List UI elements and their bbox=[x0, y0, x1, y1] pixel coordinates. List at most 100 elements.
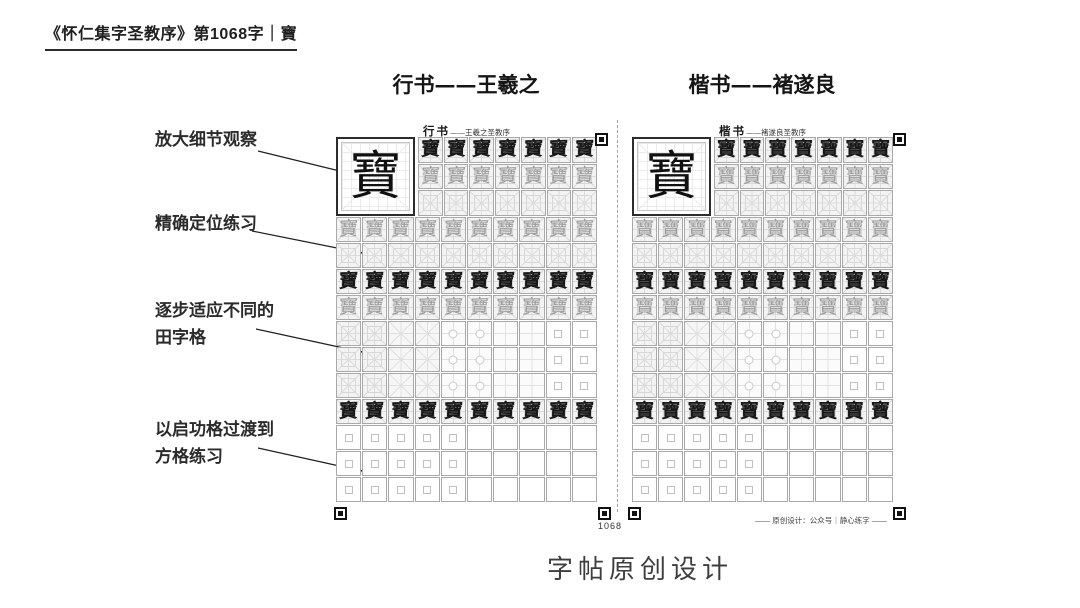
practice-cell-grid-fine bbox=[632, 321, 658, 346]
annotation-qigong-transition-line1: 以启功格过渡到 bbox=[155, 420, 274, 439]
enlarged-character: 寶 bbox=[645, 146, 698, 207]
practice-cell-char-light: 寶 bbox=[684, 295, 710, 320]
practice-cell-grid-fine bbox=[520, 190, 546, 216]
practice-cell-char-dark: 寶 bbox=[710, 269, 736, 294]
practice-cell-grid-circle bbox=[736, 347, 762, 372]
practice-cell-grid-fine bbox=[336, 321, 362, 346]
practice-character: 寶 bbox=[364, 295, 385, 319]
practice-character: 寶 bbox=[549, 138, 569, 161]
practice-cell-grid-fine bbox=[710, 243, 736, 268]
practice-cell-empty bbox=[867, 425, 893, 450]
practice-cell-grid-qigong bbox=[336, 451, 362, 476]
practice-cell-grid-qigong bbox=[710, 451, 736, 476]
practice-character: 寶 bbox=[766, 270, 786, 292]
practice-cell-grid-fine bbox=[816, 190, 842, 216]
practice-cell-char-dark: 寶 bbox=[520, 137, 546, 163]
practice-character: 寶 bbox=[739, 218, 759, 240]
practice-cell-char-light: 寶 bbox=[815, 217, 841, 242]
sheet-title: 楷书——褚遂良圣教序 bbox=[632, 120, 893, 138]
practice-character: 寶 bbox=[742, 138, 762, 161]
practice-cell-grid-cross bbox=[815, 347, 841, 372]
practice-cell-grid-fine bbox=[842, 190, 868, 216]
sheet-top-block: 寶 寶寶寶寶寶寶寶寶寶寶寶寶寶寶 bbox=[336, 137, 597, 216]
practice-character: 寶 bbox=[523, 138, 544, 161]
practice-cell-grid-fine bbox=[572, 190, 597, 216]
practice-character: 寶 bbox=[792, 218, 812, 240]
practice-character: 寶 bbox=[713, 270, 733, 292]
practice-cell-grid-cross bbox=[789, 321, 815, 346]
practice-cell-char-dark: 寶 bbox=[867, 269, 893, 294]
annotation-qigong-transition: 以启功格过渡到 方格练习 bbox=[155, 416, 274, 470]
practice-character: 寶 bbox=[713, 400, 733, 422]
sheet-style-label: 楷书 bbox=[719, 124, 746, 138]
practice-cell-empty bbox=[867, 451, 893, 476]
practice-cell-grid-qigong bbox=[414, 451, 440, 476]
practice-character: 寶 bbox=[420, 164, 441, 188]
practice-character: 寶 bbox=[548, 269, 569, 293]
practice-cell-char-dark: 寶 bbox=[362, 269, 388, 294]
practice-cell-char-light: 寶 bbox=[545, 217, 571, 242]
practice-cell-char-dark: 寶 bbox=[632, 269, 658, 294]
practice-cell-grid-qigong bbox=[362, 477, 388, 502]
practice-character: 寶 bbox=[844, 218, 864, 240]
practice-cell-grid-qigong bbox=[440, 451, 466, 476]
practice-cell-grid-fine bbox=[658, 243, 684, 268]
practice-cell-char-light: 寶 bbox=[520, 163, 546, 190]
practice-cell-grid-cross bbox=[493, 373, 519, 398]
practice-cell-empty bbox=[763, 451, 789, 476]
practice-cell-char-dark: 寶 bbox=[414, 399, 440, 424]
practice-cell-empty bbox=[467, 451, 493, 476]
practice-cell-empty bbox=[545, 477, 571, 502]
practice-character: 寶 bbox=[522, 217, 542, 241]
practice-cell-char-light: 寶 bbox=[815, 295, 841, 320]
enlarged-character-box: 寶 bbox=[336, 137, 415, 216]
practice-cell-grid-mi bbox=[710, 321, 736, 346]
page-title: 《怀仁集字圣教序》第1068字｜寶 bbox=[45, 20, 298, 51]
annotation-precise-positioning: 精确定位练习 bbox=[155, 214, 257, 233]
practice-cell-grid-fine bbox=[789, 243, 815, 268]
practice-cell-grid-cross bbox=[815, 321, 841, 346]
page-number: 1068 bbox=[597, 521, 623, 531]
practice-cell-grid-fine bbox=[658, 321, 684, 346]
practice-cell-grid-qigong bbox=[658, 477, 684, 502]
practice-cell-char-dark: 寶 bbox=[739, 137, 765, 163]
practice-cell-char-dark: 寶 bbox=[414, 269, 440, 294]
practice-character: 寶 bbox=[548, 217, 569, 241]
registration-marker-icon bbox=[893, 507, 906, 520]
registration-marker-icon bbox=[893, 133, 906, 146]
practice-character: 寶 bbox=[792, 296, 812, 318]
practice-cell-grid-cross bbox=[519, 373, 545, 398]
practice-cell-grid-fine bbox=[414, 243, 440, 268]
practice-cell-empty bbox=[519, 425, 545, 450]
practice-character: 寶 bbox=[497, 164, 518, 188]
practice-character: 寶 bbox=[522, 399, 542, 423]
practice-cell-char-dark: 寶 bbox=[388, 269, 414, 294]
practice-cell-grid-fine bbox=[632, 243, 658, 268]
practice-character: 寶 bbox=[716, 164, 736, 187]
practice-cell-grid-fine bbox=[495, 190, 520, 216]
practice-cell-char-dark: 寶 bbox=[815, 399, 841, 424]
practice-cell-empty bbox=[789, 451, 815, 476]
practice-character: 寶 bbox=[739, 270, 759, 292]
practice-cell-char-light: 寶 bbox=[467, 217, 493, 242]
practice-character: 寶 bbox=[870, 270, 890, 292]
practice-cell-empty bbox=[841, 425, 867, 450]
practice-cell-empty bbox=[545, 425, 571, 450]
practice-cell-grid-qigong bbox=[736, 425, 762, 450]
practice-character: 寶 bbox=[870, 218, 890, 240]
practice-character: 寶 bbox=[716, 138, 736, 161]
practice-cell-char-dark: 寶 bbox=[493, 269, 519, 294]
practice-cell-grid-mi bbox=[388, 347, 414, 372]
practice-character: 寶 bbox=[792, 270, 812, 292]
practice-cell-char-light: 寶 bbox=[418, 163, 443, 190]
practice-cell-char-dark: 寶 bbox=[418, 137, 443, 163]
practice-character: 寶 bbox=[766, 296, 786, 318]
practice-cell-grid-qigong bbox=[867, 321, 893, 346]
practice-cell-char-dark: 寶 bbox=[841, 269, 867, 294]
practice-character: 寶 bbox=[792, 400, 812, 422]
practice-cell-char-dark: 寶 bbox=[736, 269, 762, 294]
practice-cell-empty bbox=[571, 451, 597, 476]
practice-character: 寶 bbox=[871, 164, 891, 187]
practice-cell-grid-qigong bbox=[841, 321, 867, 346]
practice-cell-char-light: 寶 bbox=[362, 295, 388, 320]
